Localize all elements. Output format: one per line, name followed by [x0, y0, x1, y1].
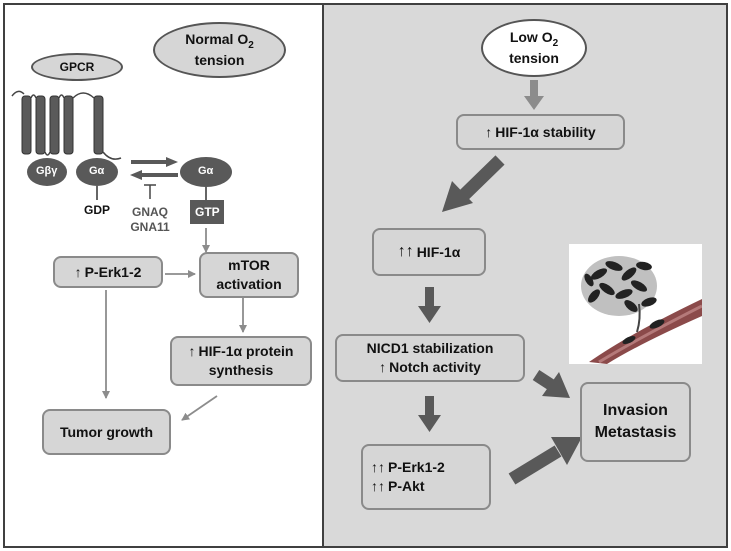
- perk-box-left: ↑P-Erk1-2: [53, 256, 163, 288]
- hif-stability-box: ↑HIF-1α stability: [456, 114, 625, 150]
- hif-protein-synthesis-box: ↑HIF-1α protein synthesis: [170, 336, 312, 386]
- arrow-perk-to-invasion: [508, 437, 582, 485]
- arrow-low-o2-to-stability: [524, 80, 544, 110]
- gnaq-gna11-label: GNAQ GNA11: [130, 205, 170, 234]
- tumor-growth-box: Tumor growth: [42, 409, 171, 455]
- arrow-stability-to-hif: [442, 155, 505, 212]
- gtp-label: GTP: [195, 205, 220, 219]
- tumor-vessel-illustration: [569, 244, 703, 364]
- hif-1a-box: ↑↑HIF-1α: [372, 228, 486, 276]
- gpcr-label: GPCR: [31, 53, 123, 81]
- g-alpha-left-label: Gα: [89, 165, 105, 177]
- low-o2-tension-label: Low O2 tension: [481, 19, 587, 77]
- arrow-hif-to-tumor: [181, 395, 218, 421]
- normal-o2-tension-label: Normal O2 tension: [153, 22, 286, 78]
- g-alpha-right-ellipse-icon: [180, 157, 232, 187]
- arrow-hif-to-nicd: [418, 287, 441, 323]
- arrow-nicd-to-invasion: [532, 369, 570, 398]
- arrow-nicd-to-perk: [418, 396, 441, 432]
- perk-akt-box: ↑↑P-Erk1-2 ↑↑P-Akt: [361, 444, 491, 510]
- g-alpha-left-ellipse-icon: [76, 158, 118, 186]
- mtor-activation-box: mTOR activation: [199, 252, 299, 298]
- tumor-vessel-illustration-icon: [581, 256, 703, 364]
- inhibition-bar-icon: [144, 184, 156, 199]
- gtp-block: [190, 200, 224, 224]
- invasion-metastasis-box: Invasion Metastasis: [580, 382, 691, 462]
- gdp-label: GDP: [84, 203, 111, 217]
- g-alpha-right-label: Gα: [198, 165, 214, 177]
- gdp-gtp-exchange-arrows: [130, 157, 178, 180]
- nicd1-notch-box: NICD1 stabilization ↑Notch activity: [335, 334, 525, 382]
- gpcr-receptor-icon: [11, 90, 122, 160]
- g-beta-gamma-ellipse-icon: [27, 158, 67, 186]
- g-beta-gamma-label: Gβγ: [36, 165, 58, 177]
